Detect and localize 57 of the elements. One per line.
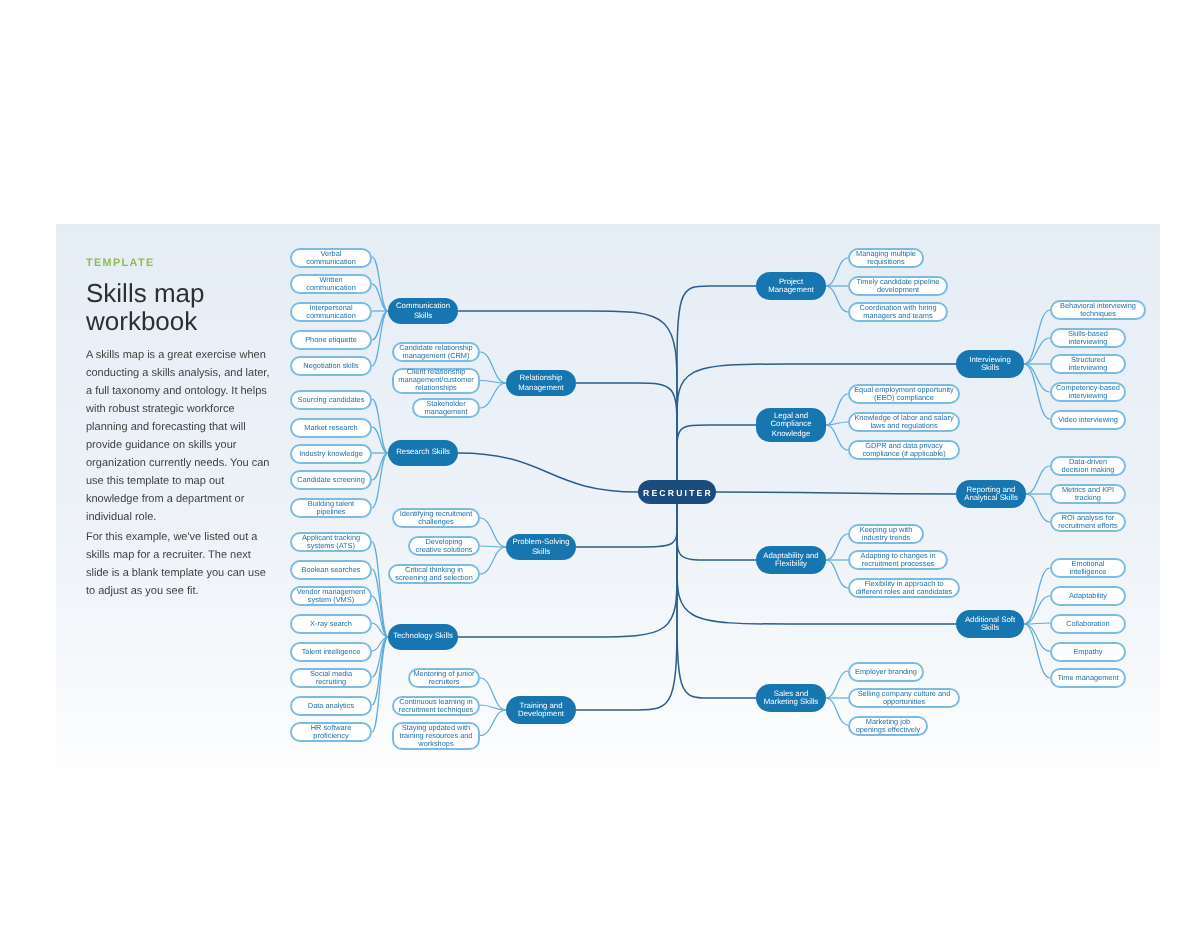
connector-line <box>1023 363 1051 365</box>
connector-line <box>371 398 389 454</box>
connector-line <box>1023 595 1051 625</box>
connector-line <box>1023 337 1051 365</box>
connector-line <box>1023 309 1051 365</box>
connector-line <box>371 452 389 481</box>
connector-line <box>371 310 389 312</box>
connector-line <box>1025 465 1051 495</box>
connector-line <box>371 568 389 638</box>
connector-line <box>371 426 389 454</box>
connector-line <box>825 285 849 287</box>
connector-line <box>371 310 389 341</box>
connector-line <box>825 393 849 426</box>
connector-line <box>371 622 389 638</box>
connector-line <box>479 546 507 575</box>
connector-line <box>1023 363 1051 420</box>
connector-line <box>479 382 507 409</box>
connector-line <box>825 285 849 313</box>
connector-line <box>479 709 507 737</box>
connector-line <box>825 670 849 699</box>
connector-line <box>371 541 389 638</box>
connector-line <box>457 452 639 493</box>
connector-line <box>1023 622 1051 625</box>
page-title: Skills map workbook <box>86 280 207 334</box>
connector-line <box>371 636 389 733</box>
connector-line <box>371 256 389 312</box>
connector-line <box>825 257 849 287</box>
connector-line <box>479 351 507 384</box>
connector-line <box>825 559 849 589</box>
connector-line <box>371 310 389 367</box>
connector-line <box>1023 363 1051 393</box>
connector-line <box>825 533 849 561</box>
connector-line <box>479 704 507 711</box>
connector-line <box>676 503 757 699</box>
connector-line <box>825 697 849 726</box>
connector-line <box>1025 493 1051 523</box>
connector-line <box>479 517 507 548</box>
connector-line <box>371 595 389 638</box>
connector-line <box>825 559 849 561</box>
connector-line <box>371 283 389 312</box>
connector-line <box>371 636 389 706</box>
connector-line <box>676 424 757 481</box>
connector-line <box>371 452 389 454</box>
connector-line <box>825 421 849 426</box>
connector-line <box>1023 623 1051 652</box>
connector-line <box>1023 623 1051 679</box>
connector-line <box>1025 493 1051 495</box>
connector-line <box>479 379 507 384</box>
connector-line <box>371 636 389 652</box>
connector-line <box>479 545 507 548</box>
connector-line <box>371 452 389 509</box>
connector-line <box>371 636 389 678</box>
connector-line <box>825 697 849 699</box>
connector-line <box>715 491 957 495</box>
connector-line <box>479 677 507 711</box>
connector-line <box>1023 567 1051 625</box>
connector-line <box>825 424 849 451</box>
